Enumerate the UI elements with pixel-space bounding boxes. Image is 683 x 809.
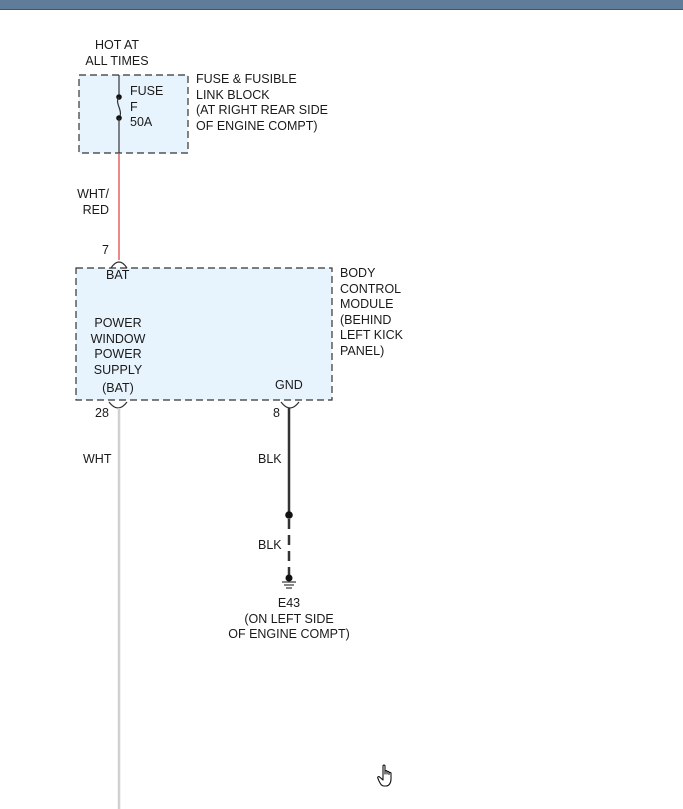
- wire-blk-label-upper: BLK: [258, 452, 282, 466]
- pin-7-number: 7: [102, 243, 109, 257]
- connector-pin-28: [108, 401, 128, 409]
- fuse-box: [78, 74, 189, 154]
- connector-pin-8: [280, 401, 300, 409]
- bcm-name-line: LEFT KICK: [340, 328, 403, 342]
- wire-blk-label-lower: BLK: [258, 538, 282, 552]
- bcm-name-line: PANEL): [340, 343, 385, 358]
- wire-wht-red-label: WHT/ RED: [60, 187, 109, 218]
- bcm-name-line: CONTROL: [340, 281, 402, 296]
- pin-gnd-label: GND: [275, 378, 303, 392]
- power-source-label: HOT AT ALL TIMES: [74, 38, 160, 69]
- ground-location-line: OF ENGINE COMPT): [228, 627, 350, 641]
- fuse-block-line: LINK BLOCK: [196, 87, 270, 102]
- fuse-block-label: FUSE & FUSIBLE LINK BLOCK (AT RIGHT REAR…: [196, 72, 328, 134]
- bcm-name-label: BODY CONTROL MODULE (BEHIND LEFT KICK PA…: [340, 266, 403, 359]
- bcm-function-line: POWER: [94, 316, 142, 330]
- bcm-function-line: (BAT): [102, 381, 134, 395]
- hand-pointer-icon: [377, 764, 392, 787]
- fuse-name: FUSE: [130, 84, 164, 98]
- fuse-rating: 50A: [130, 115, 153, 129]
- ground-id: E43: [277, 596, 301, 610]
- bcm-name-line: MODULE: [340, 297, 394, 311]
- splice-point: [285, 511, 293, 519]
- ground-symbol: [282, 574, 296, 589]
- pin-bat-label: BAT: [106, 268, 130, 282]
- wire-color-line: RED: [82, 202, 109, 217]
- bcm-box: [75, 267, 333, 401]
- fuse-block-line: (AT RIGHT REAR SIDE: [196, 103, 328, 117]
- bcm-name-line: BODY: [340, 266, 376, 280]
- fuse-label: FUSE F 50A: [130, 84, 163, 131]
- fuse-block-line: FUSE & FUSIBLE: [196, 72, 297, 86]
- bcm-function-line: SUPPLY: [93, 362, 143, 377]
- fuse-block-line: OF ENGINE COMPT): [196, 118, 318, 133]
- bcm-name-line: (BEHIND: [340, 312, 392, 327]
- pin-28-number: 28: [95, 406, 109, 420]
- power-source-line: ALL TIMES: [85, 53, 149, 68]
- pin-8-number: 8: [273, 406, 280, 420]
- connector-pin-7: [110, 261, 128, 269]
- wire-color-line: WHT/: [77, 187, 109, 201]
- bcm-function-line: WINDOW: [90, 331, 146, 346]
- wire-wht-label: WHT: [83, 452, 112, 466]
- bcm-function-label: POWER WINDOW POWER SUPPLY (BAT): [80, 316, 156, 397]
- fuse-id: F: [130, 99, 138, 114]
- window-top-bar: [0, 0, 683, 10]
- ground-label: E43 (ON LEFT SIDE OF ENGINE COMPT): [214, 596, 364, 643]
- ground-location-line: (ON LEFT SIDE: [244, 611, 334, 626]
- power-source-line: HOT AT: [95, 38, 139, 52]
- bcm-function-line: POWER: [94, 347, 142, 361]
